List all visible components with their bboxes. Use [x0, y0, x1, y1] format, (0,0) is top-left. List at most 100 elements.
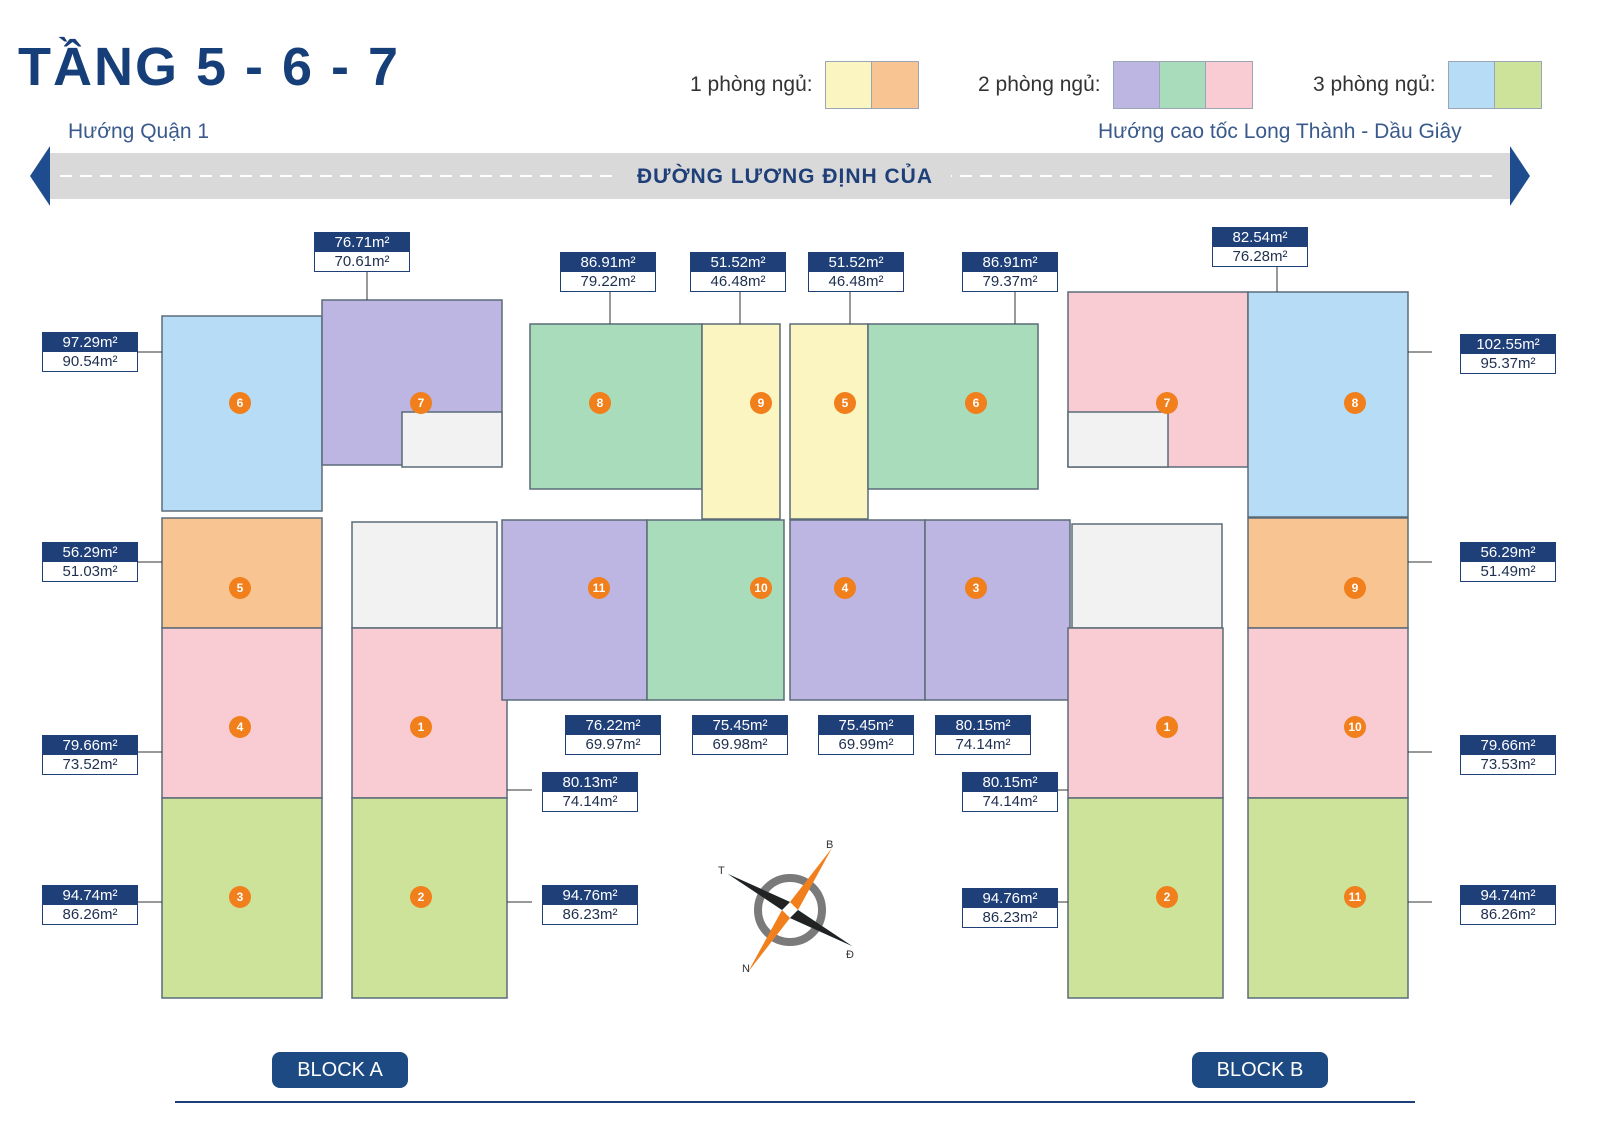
stair-core-b-top: [1067, 411, 1169, 468]
unit-number-badge[interactable]: 11: [1344, 886, 1366, 908]
arrow-right-icon: [1510, 146, 1530, 206]
unit-b2[interactable]: [1067, 797, 1224, 999]
legend-swatch-green: [1159, 62, 1206, 108]
area-net: 86.23m²: [982, 909, 1038, 926]
unit-b3[interactable]: [924, 519, 1071, 701]
unit-number-badge[interactable]: 2: [1156, 886, 1178, 908]
unit-number-badge[interactable]: 1: [1156, 716, 1178, 738]
unit-number-badge[interactable]: 5: [834, 392, 856, 414]
area-total: 56.29m²: [1461, 543, 1555, 562]
unit-number-badge[interactable]: 4: [834, 577, 856, 599]
unit-number-badge[interactable]: 10: [750, 577, 772, 599]
legend-label: 1 phòng ngủ:: [690, 73, 813, 96]
legend-swatch-pink: [1205, 62, 1252, 108]
unit-number-badge[interactable]: 9: [1344, 577, 1366, 599]
unit-a8[interactable]: [529, 323, 703, 490]
area-total: 94.74m²: [43, 886, 137, 905]
area-total: 82.54m²: [1213, 228, 1307, 247]
area-net: 70.61m²: [334, 253, 390, 270]
direction-right: Hướng cao tốc Long Thành - Dầu Giây: [1098, 120, 1462, 143]
unit-number-badge[interactable]: 3: [229, 886, 251, 908]
unit-b6[interactable]: [867, 323, 1039, 490]
unit-number-badge[interactable]: 5: [229, 577, 251, 599]
unit-b9[interactable]: [1247, 517, 1409, 629]
area-total: 56.29m²: [43, 543, 137, 562]
block-a-button[interactable]: BLOCK A: [272, 1052, 408, 1088]
unit-b11[interactable]: [1247, 797, 1409, 999]
unit-number-badge[interactable]: 6: [965, 392, 987, 414]
area-total: 80.13m²: [543, 773, 637, 792]
unit-a11[interactable]: [501, 519, 648, 701]
unit-a4[interactable]: [161, 627, 323, 799]
area-net: 69.97m²: [585, 736, 641, 753]
block-b-button[interactable]: BLOCK B: [1192, 1052, 1328, 1088]
area-total: 75.45m²: [819, 716, 913, 735]
unit-number-badge[interactable]: 9: [750, 392, 772, 414]
unit-number-badge[interactable]: 2: [410, 886, 432, 908]
unit-a6[interactable]: [161, 315, 323, 512]
area-total: 51.52m²: [809, 253, 903, 272]
legend-swatch-yellow: [825, 62, 872, 108]
unit-a9[interactable]: [701, 323, 781, 520]
unit-b5[interactable]: [789, 323, 869, 520]
unit-number-badge[interactable]: 11: [588, 577, 610, 599]
center-plan: [501, 323, 1071, 701]
unit-b8[interactable]: [1247, 291, 1409, 518]
area-total: 51.52m²: [691, 253, 785, 272]
area-total: 94.76m²: [543, 886, 637, 905]
unit-number-badge[interactable]: 7: [1156, 392, 1178, 414]
area-total: 86.91m²: [561, 253, 655, 272]
area-net: 74.14m²: [562, 793, 618, 810]
leader-lines: [138, 265, 1432, 903]
unit-number-badge[interactable]: 10: [1344, 716, 1366, 738]
area-total: 94.76m²: [963, 889, 1057, 908]
unit-b10[interactable]: [1247, 627, 1409, 799]
legend-swatch-lime: [1494, 62, 1541, 108]
compass-label-south: N: [742, 963, 750, 975]
unit-number-badge[interactable]: 6: [229, 392, 251, 414]
unit-a10[interactable]: [646, 519, 785, 701]
area-total: 79.66m²: [43, 736, 137, 755]
area-total: 75.45m²: [693, 716, 787, 735]
unit-number-badge[interactable]: 7: [410, 392, 432, 414]
area-net: 95.37m²: [1480, 355, 1536, 372]
unit-b1[interactable]: [1067, 627, 1224, 799]
legend-swatch-orange: [871, 62, 918, 108]
unit-a5[interactable]: [161, 517, 323, 629]
area-net: 86.26m²: [1480, 906, 1536, 923]
area-net: 79.22m²: [580, 273, 636, 290]
legend-swatch-purple: [1113, 62, 1160, 108]
legend-2-bedroom: 2 phòng ngủ:: [978, 61, 1253, 109]
area-net: 73.52m²: [62, 756, 118, 773]
unit-number-badge[interactable]: 1: [410, 716, 432, 738]
unit-a1[interactable]: [351, 627, 508, 799]
road-name-text: ĐƯỜNG LƯƠNG ĐỊNH CỦA: [619, 165, 951, 188]
area-net: 46.48m²: [828, 273, 884, 290]
unit-number-badge[interactable]: 8: [589, 392, 611, 414]
compass-icon: B Đ N T: [718, 839, 854, 975]
area-net: 79.37m²: [982, 273, 1038, 290]
unit-number-badge[interactable]: 4: [229, 716, 251, 738]
unit-b4[interactable]: [789, 519, 926, 701]
stair-core-a-top: [401, 411, 503, 468]
block-b-plan: [1067, 291, 1409, 999]
area-total: 102.55m²: [1461, 335, 1555, 354]
unit-number-badge[interactable]: 8: [1344, 392, 1366, 414]
area-total: 79.66m²: [1461, 736, 1555, 755]
legend-1-bedroom: 1 phòng ngủ:: [690, 61, 919, 109]
unit-number-badge[interactable]: 3: [965, 577, 987, 599]
